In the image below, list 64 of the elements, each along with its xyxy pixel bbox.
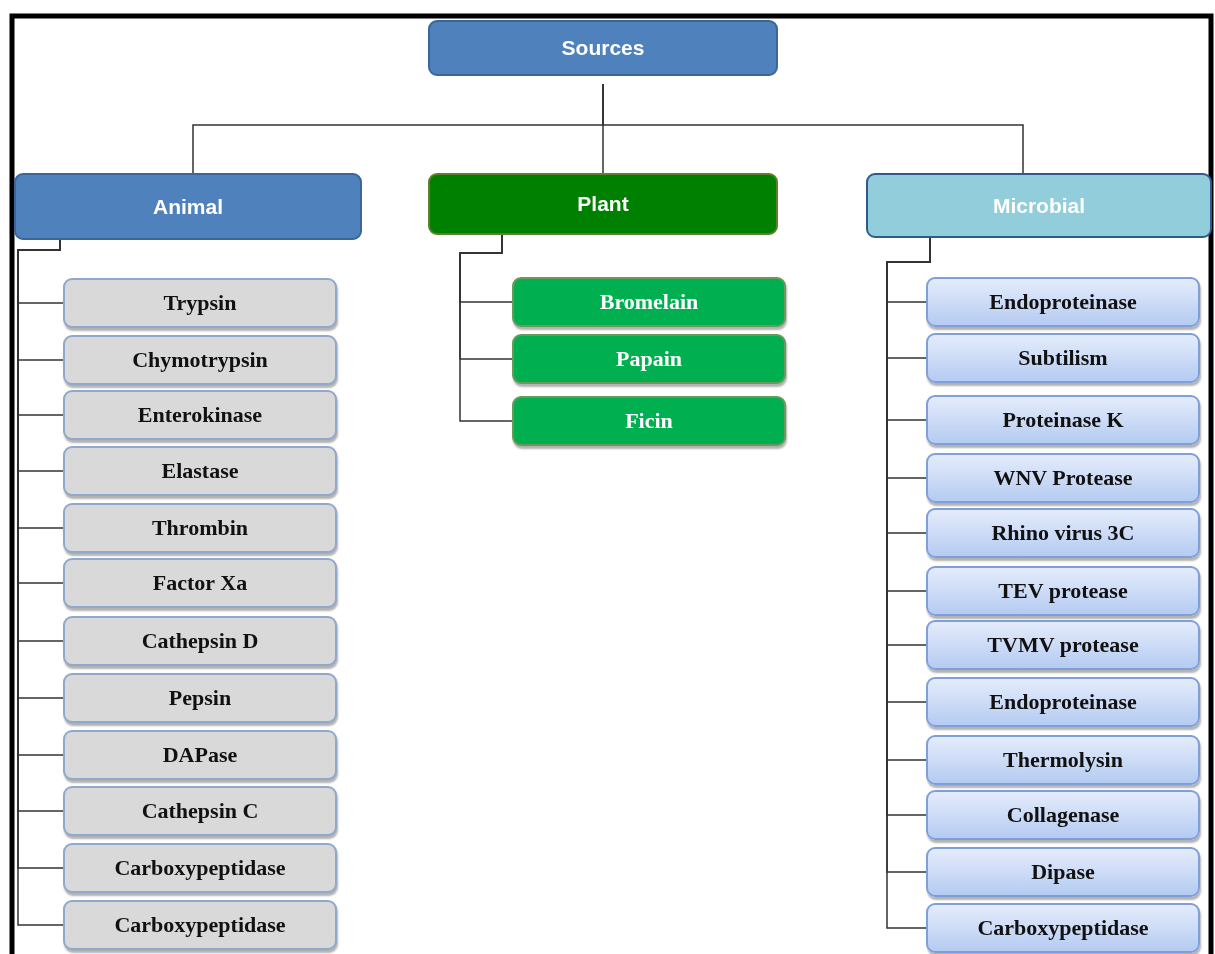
enzyme-box [63,786,337,836]
node-label: Dipase [1031,859,1095,885]
node-label: Factor Xa [152,570,248,596]
root-box [428,20,778,76]
enzyme-box [926,277,1200,327]
enzyme-box [926,508,1200,558]
enzyme-box [926,453,1200,503]
enzyme-box [63,335,337,385]
node-label: Trypsin [163,290,237,316]
node-label: Papain [616,346,682,372]
node-label: Carboxypeptidase [114,912,286,938]
node-label: Cathepsin D [141,628,259,654]
connector-line [459,234,513,422]
enzyme-box [512,396,786,446]
enzyme-box [926,735,1200,785]
node-label: TVMV protease [987,632,1139,658]
node-label: Collagenase [1006,802,1120,828]
node-label: Elastase [161,458,239,484]
node-label: Rhino virus 3C [991,520,1135,546]
enzyme-box [926,677,1200,727]
node-label: Plant [577,192,629,216]
enzyme-box [63,278,337,328]
enzyme-box [63,900,337,950]
enzyme-box [926,395,1200,445]
node-label: Sources [561,36,645,60]
node-label: Endoproteinase [989,289,1137,315]
category-box [428,173,778,235]
node-label: Chymotrypsin [132,347,268,373]
node-label: Thermolysin [1003,747,1123,773]
node-label: Microbial [992,193,1086,218]
node-label: Pepsin [168,685,232,711]
enzyme-box [63,730,337,780]
node-label: Ficin [625,408,673,434]
node-label: Proteinase K [1002,407,1124,433]
enzyme-box [926,620,1200,670]
node-label: Cathepsin C [141,798,259,824]
enzyme-box [63,843,337,893]
enzyme-box [926,847,1200,897]
enzyme-box [63,558,337,608]
node-label: DAPase [162,742,238,768]
node-label: Subtilism [1018,345,1108,371]
enzyme-box [926,903,1200,953]
enzyme-box [926,790,1200,840]
enzyme-box [512,334,786,384]
node-label: Endoproteinase [989,689,1137,715]
enzyme-box [63,446,337,496]
node-label: Carboxypeptidase [114,855,286,881]
node-label: TEV protease [998,578,1128,604]
node-label: Bromelain [599,289,699,315]
category-box [14,173,362,240]
enzyme-box [926,566,1200,616]
enzyme-box [63,673,337,723]
node-label: WNV Protease [993,465,1133,491]
category-box [866,173,1212,238]
node-label: Thrombin [151,515,249,541]
enzyme-box [63,390,337,440]
enzyme-box [512,277,786,327]
enzyme-box [926,333,1200,383]
connector-line [602,83,1024,174]
enzyme-box [63,503,337,553]
node-label: Animal [153,194,223,219]
node-label: Enterokinase [137,402,263,428]
enzyme-box [63,616,337,666]
node-label: Carboxypeptidase [977,915,1149,941]
